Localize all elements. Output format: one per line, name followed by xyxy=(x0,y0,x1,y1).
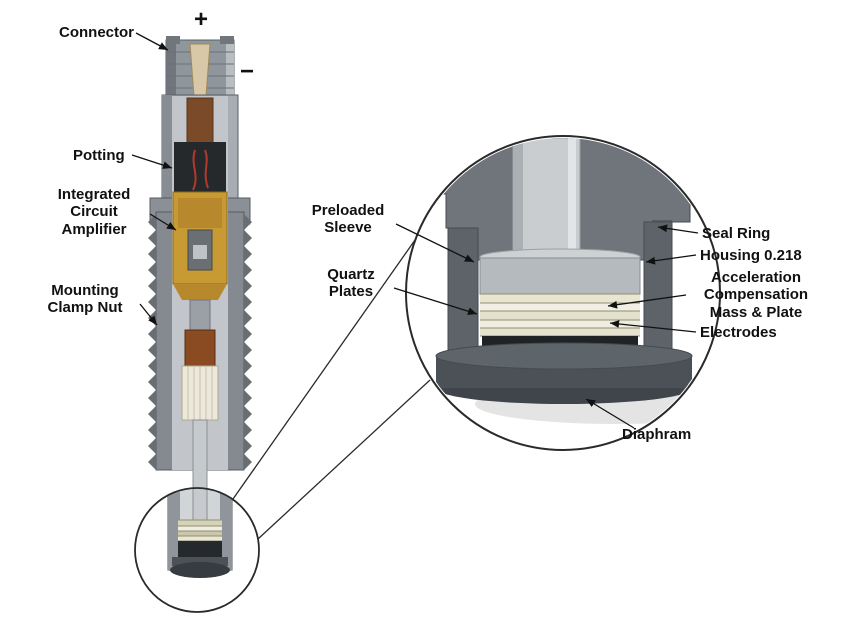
preloaded-sleeve-shape xyxy=(479,257,641,295)
diaphragm-flange xyxy=(435,342,693,404)
leader-acc-compensation xyxy=(607,294,687,309)
polarity-plus: + xyxy=(194,6,209,33)
leader-ic-amplifier xyxy=(149,213,177,231)
magnifier-line-upper xyxy=(232,239,416,500)
mass-small xyxy=(178,541,222,557)
polarity-minus: − xyxy=(240,58,255,85)
leader-seal-ring xyxy=(657,224,699,234)
integrated-circuit-amplifier-label: Integrated Circuit Amplifier xyxy=(57,186,131,238)
crystal-base xyxy=(184,329,216,367)
quartz-plates-label: Quartz Plates xyxy=(327,266,375,301)
mounting-clamp-nut-label: Mounting Clamp Nut xyxy=(47,282,123,317)
leader-diaphram xyxy=(585,398,635,429)
diaphragm-small xyxy=(172,557,228,566)
magnified-view xyxy=(408,138,718,448)
internal-components xyxy=(172,97,228,526)
housing-wall-left xyxy=(447,227,479,351)
housing-label: Housing 0.218 xyxy=(700,247,802,264)
leader-electrodes xyxy=(609,320,697,333)
acceleration-compensation-label: Acceleration Compensation Mass & Plate xyxy=(703,269,809,321)
preloaded-sleeve-label: Preloaded Sleeve xyxy=(311,202,385,237)
magnifier-source-circle xyxy=(134,487,260,613)
quartz-stack xyxy=(480,293,640,337)
diaphram-label: Diaphram xyxy=(622,426,692,443)
potting-region xyxy=(174,142,226,194)
housing-wall-right xyxy=(643,221,673,351)
leader-connector xyxy=(135,32,169,51)
lower-tube xyxy=(167,489,233,578)
connector-pin xyxy=(189,43,211,97)
electrodes-label: Electrodes xyxy=(700,324,777,341)
seal-ring-label: Seal Ring xyxy=(702,225,771,242)
sensor-cutaway xyxy=(134,36,260,613)
connector-label: Connector xyxy=(59,24,134,41)
magnified-view-circle xyxy=(405,135,721,451)
leader-preloaded-sleeve xyxy=(395,223,475,263)
leader-potting xyxy=(131,154,173,169)
leader-quartz-plates xyxy=(393,287,478,316)
magnifier-line-lower xyxy=(257,379,431,540)
leader-lines xyxy=(131,32,699,429)
connector-pin-base xyxy=(186,97,214,147)
connector-top xyxy=(165,36,235,99)
leader-mounting-nut xyxy=(139,303,158,326)
potting-label: Potting xyxy=(73,147,125,164)
leader-housing xyxy=(645,254,697,265)
